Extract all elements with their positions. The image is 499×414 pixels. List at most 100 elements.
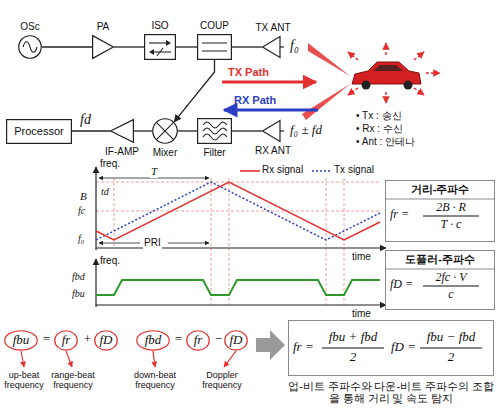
signal-wire <box>42 46 92 47</box>
signal-wire <box>72 130 110 131</box>
signal-wire <box>174 60 214 122</box>
formula-part: fD = <box>391 340 416 355</box>
node-label: RX ANT <box>255 145 291 157</box>
node-label: fr <box>62 333 71 348</box>
formula-arrows <box>21 330 285 367</box>
coupler: COUP <box>197 34 232 60</box>
node-label: fD <box>230 333 243 348</box>
dimension: T <box>150 165 158 178</box>
isolator-outline <box>144 34 176 60</box>
box-title: 거리-주파수 <box>411 183 470 196</box>
formula-part: 2B · R <box>436 201 466 215</box>
fmcw-chart <box>96 167 386 307</box>
axis-tick: fbu <box>72 288 85 300</box>
tx-antenna: TX ANT <box>262 36 284 58</box>
formula-part: fr = <box>293 340 314 355</box>
processor-box: Processor <box>6 119 72 144</box>
operator: = <box>42 332 51 347</box>
filter: Filter <box>197 118 232 144</box>
signal-wire <box>134 130 152 131</box>
note: • Tx : 송신 <box>356 110 402 122</box>
tx-antenna-outline <box>262 36 284 58</box>
isolator: ISO <box>144 34 176 60</box>
node-label: ISO <box>151 20 168 32</box>
signal-name: f₀ ± fd <box>290 123 322 138</box>
box-title: 도플러-주파수 <box>405 253 475 266</box>
formula-part: 2fc · V <box>436 271 467 285</box>
legend-text: Rx signal <box>262 164 303 175</box>
term-oval: fbu <box>4 330 38 351</box>
operator: + <box>83 332 92 347</box>
term-oval: fD <box>94 330 118 351</box>
axis-tick: fbd <box>72 271 85 283</box>
target-car <box>348 43 440 103</box>
axis-label: time <box>352 251 371 263</box>
power-amp: PA <box>92 35 114 59</box>
if-amp-outline <box>110 119 134 143</box>
node-label: OSc <box>20 21 39 33</box>
term-oval: fD <box>224 330 248 351</box>
term-oval: fr <box>186 330 210 351</box>
dimension: PRI <box>143 237 162 249</box>
operator: − <box>214 332 223 347</box>
axis-label: time <box>352 308 371 320</box>
rx-antenna: RX ANT <box>262 120 284 142</box>
dimension: B <box>80 190 87 203</box>
oscillator: OSc <box>18 35 42 59</box>
legend-item: Tx signal <box>312 164 374 176</box>
node-label: IF-AMP <box>105 146 139 158</box>
axis-tick: fc <box>78 205 85 217</box>
term-name: Doppler frequency <box>196 370 248 391</box>
coupler-outline <box>197 34 232 60</box>
dimension: td <box>100 186 110 198</box>
path-label: RX Path <box>234 94 276 107</box>
axis-label: freq. <box>100 158 120 170</box>
formula-box: 거리-주파수fr = 2B · R T · c <box>385 180 495 242</box>
term-oval: fbd <box>136 330 170 351</box>
legend-text: Tx signal <box>334 164 374 175</box>
formula-part: fD = <box>390 278 413 292</box>
formula-part: T · c <box>441 218 462 232</box>
node-label: TX ANT <box>256 22 291 34</box>
filter-outline <box>197 118 232 144</box>
oscillator-outline <box>18 35 42 59</box>
node-label: fr <box>194 333 203 348</box>
node-label: Mixer <box>153 147 177 159</box>
mixer: Mixer <box>152 118 178 144</box>
node-label: Filter <box>203 147 225 159</box>
axis-label: freq. <box>100 255 120 267</box>
formula-part: c <box>448 288 453 302</box>
node-label: Processor <box>14 125 64 138</box>
formula-part: 2 <box>350 350 357 365</box>
signal-wire <box>232 130 262 131</box>
operator: = <box>174 332 183 347</box>
formula-box: 도플러-주파수 fD = 2fc · V c <box>385 250 495 310</box>
radar-beams <box>222 43 350 120</box>
term-name: range-beat frequency <box>46 370 100 391</box>
formula-part: 2 <box>448 350 455 365</box>
note: • Rx : 수신 <box>356 123 403 135</box>
rx-antenna-outline <box>262 120 284 142</box>
signal-wire <box>176 46 197 47</box>
path-label: TX Path <box>228 66 269 79</box>
result-box: fr = fbu + fbd 2 fD = fbu − fbd 2 <box>288 320 494 376</box>
term-name: down-beat frequency <box>128 370 182 391</box>
formula-part: fr = <box>390 208 409 222</box>
node-label: fbd <box>145 333 162 348</box>
node-label: COUP <box>200 20 229 32</box>
formula-part: fbu + fbd <box>329 330 378 345</box>
signal-wire <box>232 46 262 47</box>
mixer-outline <box>152 118 178 144</box>
signal-wire <box>178 130 197 131</box>
if-amp: IF-AMP <box>110 119 134 143</box>
legend-sample <box>240 166 260 176</box>
signal-name: f₀ <box>290 38 299 54</box>
signal-wire <box>114 46 144 47</box>
node-label: fD <box>100 333 113 348</box>
axis-tick: f₀ <box>78 233 84 245</box>
term-oval: fr <box>54 330 78 351</box>
formula-part: fbu − fbd <box>427 330 476 345</box>
legend-item: Rx signal <box>240 164 303 176</box>
term-name: up-beat frequency <box>0 370 48 391</box>
node-label: fbu <box>13 333 30 348</box>
